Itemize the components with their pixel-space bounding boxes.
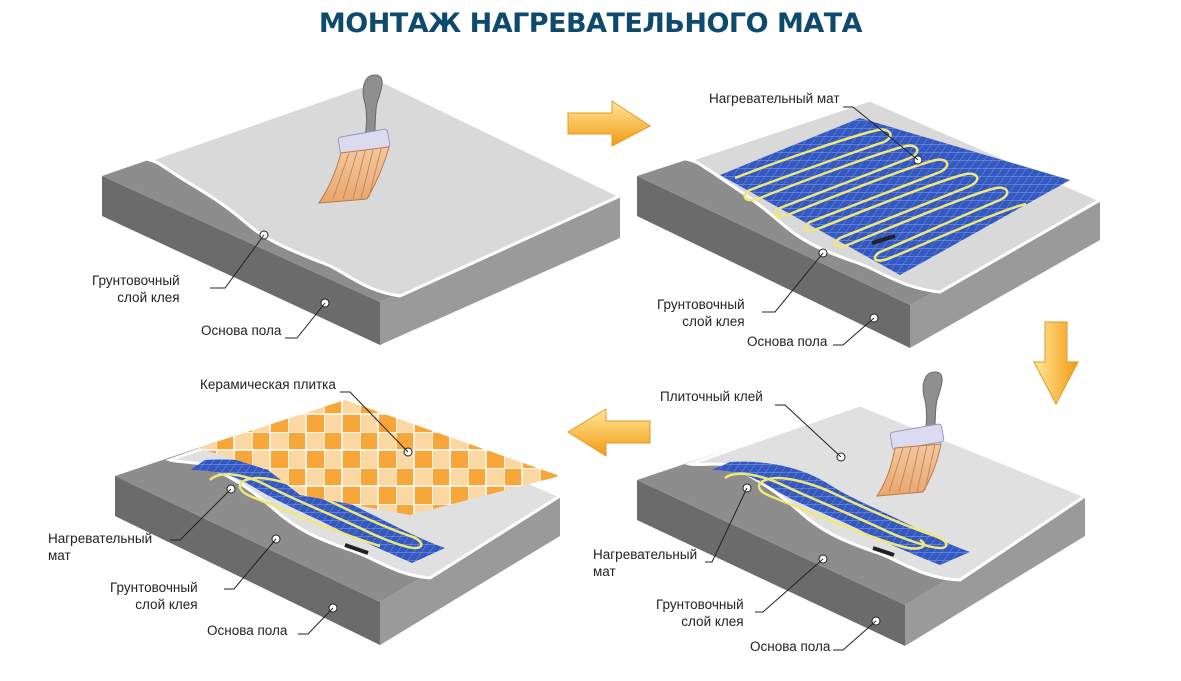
brush-icon [876, 371, 945, 497]
panel-4-primer-label: Грунтовочный слой клея [110, 580, 198, 612]
panel-4-slab [115, 398, 564, 645]
panel-2-primer-label: Грунтовочный слой клея [657, 297, 745, 329]
panel-2-mat-label: Нагревательный мат [709, 91, 840, 106]
brush-icon [318, 74, 391, 204]
panel-1-slab [102, 78, 624, 345]
arrow-left-icon [567, 408, 651, 457]
panel-2-base-label: Основа пола [747, 334, 828, 349]
panel-1-base-label: Основа пола [201, 323, 282, 338]
panel-2-slab [637, 98, 1104, 348]
panel-3-primer-label: Грунтовочный слой клея [656, 597, 744, 629]
panel-1-primer-label: Грунтовочный слой клея [92, 273, 180, 305]
panel-3-tile-glue-label: Плиточный клей [660, 389, 763, 404]
panel-4-tile-label: Керамическая плитка [200, 377, 336, 392]
panel-4-base-label: Основа пола [207, 623, 288, 638]
arrow-down-icon [1033, 321, 1079, 406]
page-title: МОНТАЖ НАГРЕВАТЕЛЬНОГО МАТА [318, 8, 863, 39]
panel-4-mat-label: Нагревательный мат [48, 531, 153, 563]
panel-3-base-label: Основа пола [750, 639, 831, 654]
arrow-right-icon [567, 100, 651, 147]
panel-3-mat-label: Нагревательный мат [593, 547, 698, 579]
